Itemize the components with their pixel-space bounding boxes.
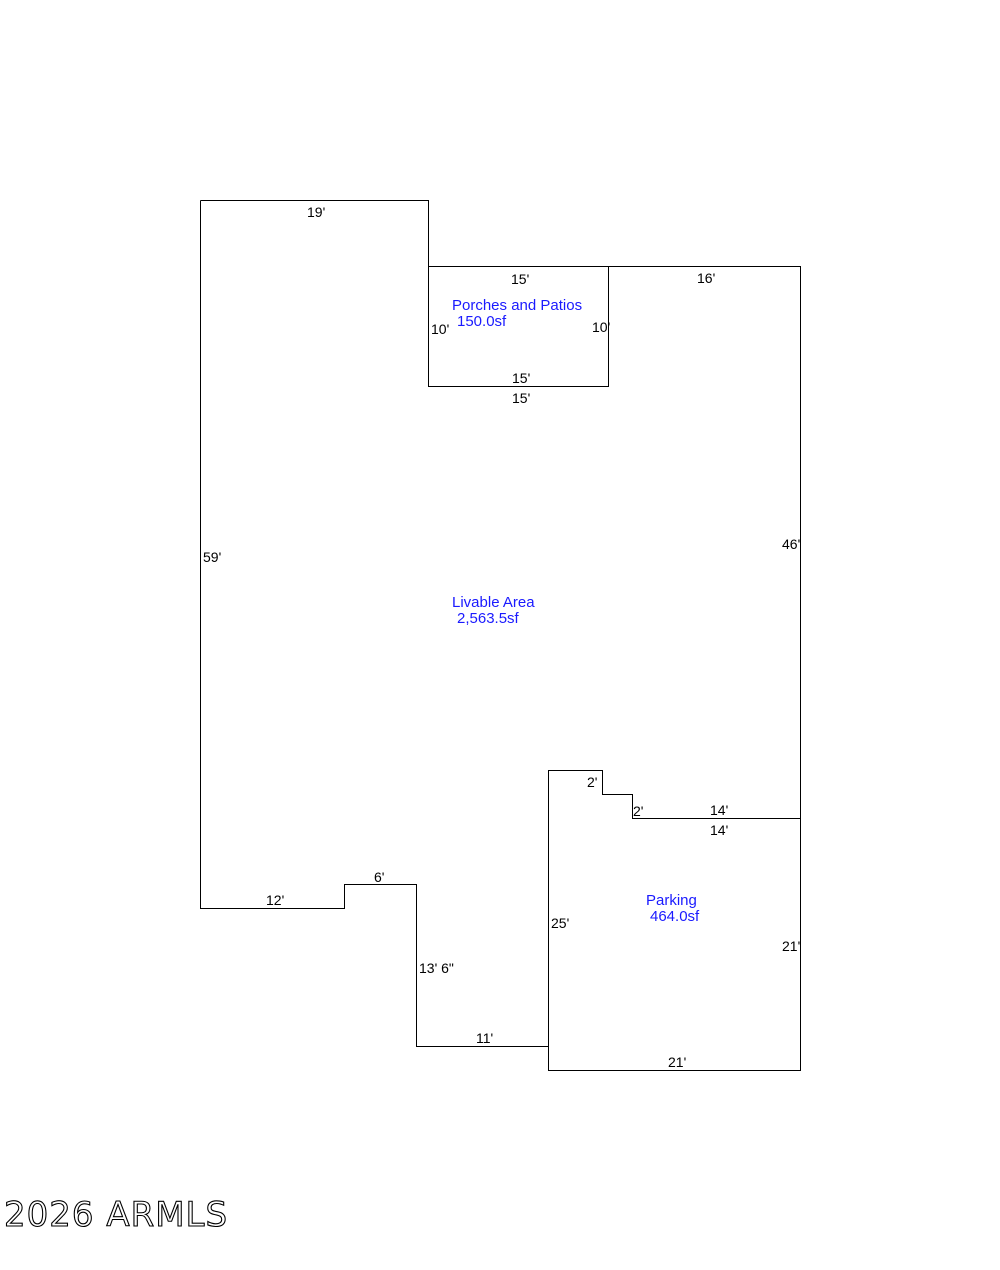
livable-area-size: 2,563.5sf	[457, 610, 520, 627]
dim-left-side: 59'	[203, 549, 221, 565]
parking-area-size: 464.0sf	[650, 908, 700, 925]
dim-right-top: 16'	[697, 270, 715, 286]
porch-area-name: Porches and Patios	[452, 297, 582, 314]
dim-parking-bottom: 21'	[668, 1054, 686, 1070]
dim-bottom-mid: 11'	[476, 1030, 493, 1046]
livable-area-outline	[200, 200, 801, 1047]
dim-porch-bottom-outside: 15'	[512, 390, 530, 406]
dim-notch-top: 2'	[587, 774, 597, 790]
porch-outline	[428, 266, 609, 387]
dim-bottom-left: 12'	[266, 892, 284, 908]
dim-parking-top-outside: 14'	[710, 822, 728, 838]
parking-area-name: Parking	[646, 892, 697, 909]
porch-area-size: 150.0sf	[457, 313, 507, 330]
dim-porch-bottom-inside: 15'	[512, 370, 530, 386]
parking-outline	[548, 818, 801, 1071]
dim-porch-left: 10'	[431, 321, 449, 337]
dim-parking-left: 25'	[551, 915, 569, 931]
dim-right-side: 46'	[782, 536, 800, 552]
livable-area-name: Livable Area	[452, 594, 535, 611]
dim-main-top: 19'	[307, 204, 325, 220]
dim-step-side: 13' 6"	[419, 960, 454, 976]
dim-parking-right: 21'	[782, 938, 800, 954]
dim-step-top: 6'	[374, 869, 384, 885]
dim-notch-side: 2'	[633, 803, 643, 819]
dim-parking-top-inside: 14'	[710, 802, 728, 818]
copyright-watermark: 2026 ARMLS	[4, 1195, 228, 1235]
dim-porch-top: 15'	[511, 271, 529, 287]
dim-porch-right: 10'	[592, 319, 610, 335]
